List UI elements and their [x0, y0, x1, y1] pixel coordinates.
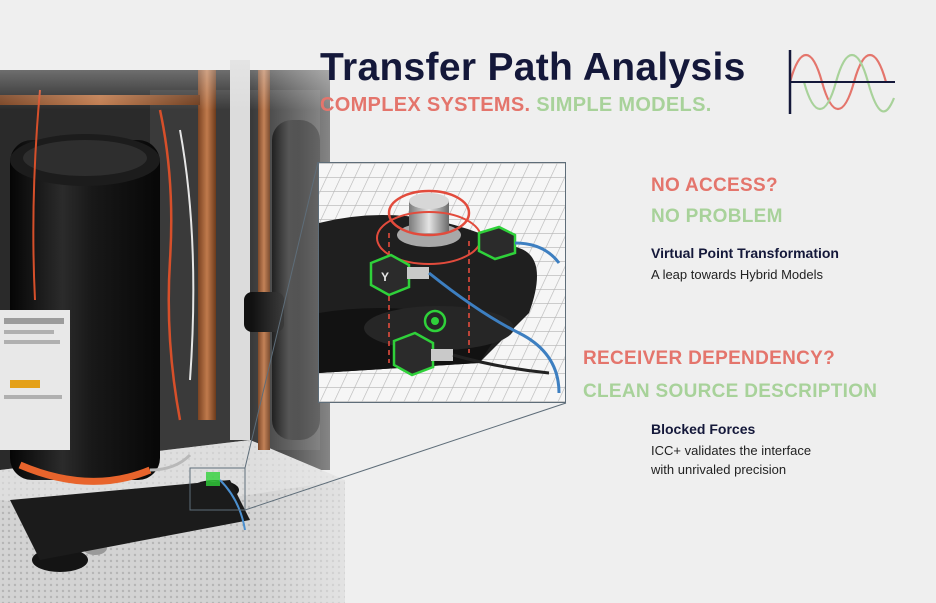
blocked-forces-description: ICC+ validates the interface with unriva… [651, 441, 811, 479]
virtual-point-description: A leap towards Hybrid Models [651, 267, 823, 282]
receiver-dependency-question: RECEIVER DEPENDENCY? [583, 348, 835, 369]
blocked-forces-desc-line1: ICC+ validates the interface [651, 443, 812, 458]
virtual-point-title: Virtual Point Transformation [651, 245, 839, 261]
no-problem-answer: NO PROBLEM [651, 206, 783, 227]
virtual-point-icon [423, 309, 447, 333]
sensor-closeup: Y [319, 163, 565, 402]
subtitle-complex-systems: COMPLEX SYSTEMS. [320, 94, 531, 116]
subtitle-simple-models: SIMPLE MODELS. [536, 94, 712, 116]
blocked-forces-title: Blocked Forces [651, 421, 756, 437]
no-access-question: NO ACCESS? [651, 175, 778, 196]
page-title: Transfer Path Analysis [320, 46, 746, 89]
zoom-inset: Y [318, 162, 566, 403]
compressor-illustration [0, 60, 345, 603]
compressor-photo [0, 0, 360, 603]
sine-wave-logo-icon [788, 50, 896, 114]
triaxial-sensor-icon [369, 253, 411, 297]
blocked-forces-desc-line2: with unrivaled precision [651, 462, 787, 477]
page-subtitle: COMPLEX SYSTEMS. SIMPLE MODELS. [320, 94, 712, 117]
bolt-icon [409, 193, 449, 209]
clean-source-answer: CLEAN SOURCE DESCRIPTION [583, 381, 878, 402]
sensor-axis-label: Y [381, 270, 389, 284]
